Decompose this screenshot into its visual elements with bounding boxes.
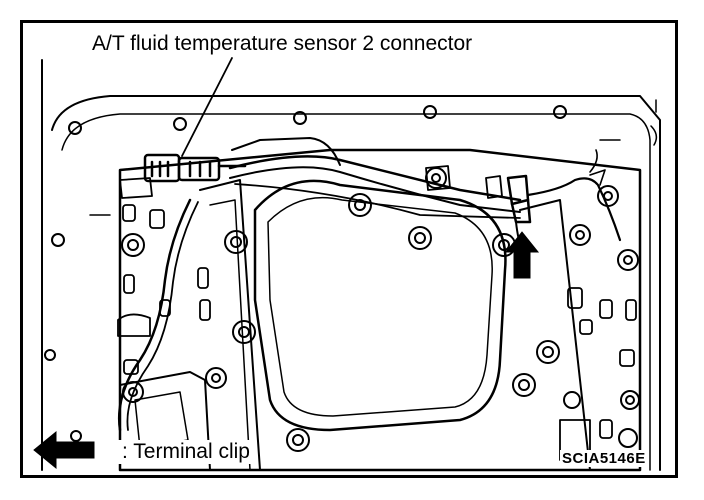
connector-label: A/T fluid temperature sensor 2 connector (88, 32, 477, 56)
figure-code: SCIA5146E (560, 450, 648, 467)
valve-body-bolts (121, 167, 640, 452)
case-outline-2 (51, 95, 661, 471)
left-channel-2 (209, 199, 251, 471)
wiring-harness-3 (234, 183, 521, 219)
wiring-harness (228, 155, 522, 202)
clip-arrow (504, 231, 540, 279)
legend-arrow (33, 430, 95, 470)
left-wire (118, 198, 192, 432)
right-passages (559, 287, 637, 461)
legend-label: : Terminal clip (118, 440, 254, 464)
valve-body-cutout (253, 179, 507, 432)
sensor-2-connector (143, 153, 247, 183)
wiring-harness-2 (229, 166, 521, 213)
left-channel (199, 179, 261, 471)
harness-drop (231, 137, 341, 166)
case-bolt-holes (44, 105, 567, 442)
right-wire (526, 177, 622, 242)
valve-body-plate (118, 148, 642, 472)
right-channel (519, 199, 591, 471)
connector-leader-line (181, 57, 233, 157)
cutout-inner-edge (267, 196, 493, 417)
